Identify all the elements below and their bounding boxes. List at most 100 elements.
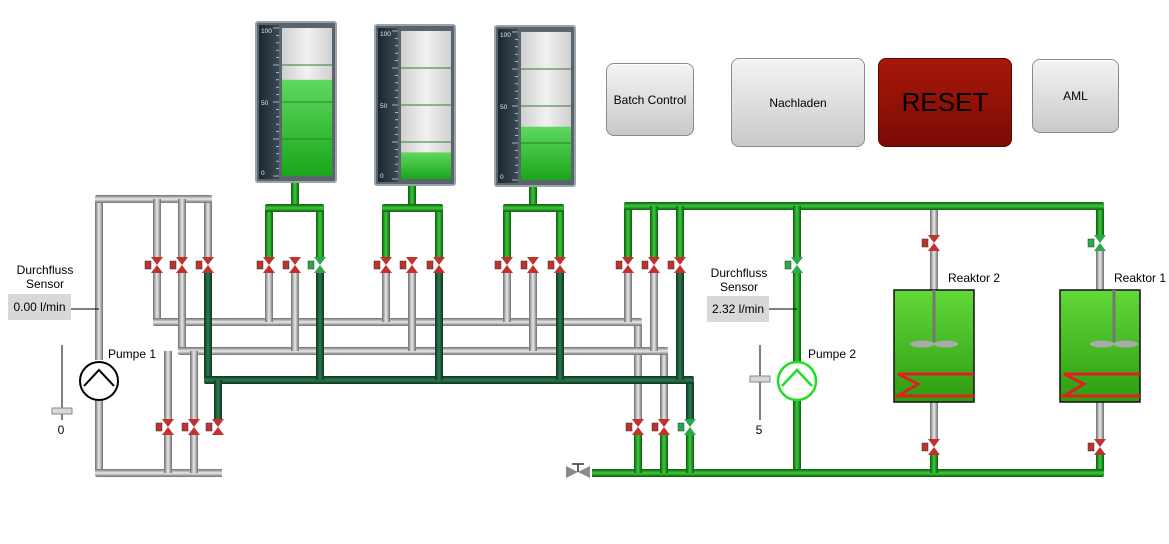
pipe-elbow	[204, 195, 212, 203]
valve-closed-icon[interactable]	[169, 257, 188, 273]
valve-closed-icon[interactable]	[494, 257, 513, 273]
valve-closed-icon[interactable]	[155, 419, 174, 435]
valve-closed-icon[interactable]	[256, 257, 275, 273]
valve-open-icon[interactable]	[677, 419, 696, 435]
valve-closed-icon[interactable]	[921, 439, 940, 455]
pipe-segment	[650, 206, 658, 258]
pipe-segment	[182, 347, 664, 355]
pipes-dark	[204, 272, 694, 420]
pipe-elbow	[95, 195, 103, 203]
pipe-segment	[793, 400, 801, 473]
pipe-segment	[592, 469, 1100, 477]
valve-closed-icon[interactable]	[144, 257, 163, 273]
pipe-segment	[676, 206, 684, 258]
pipe-segment	[503, 208, 511, 258]
setpoint-2-value: 5	[756, 423, 763, 437]
pipe-segment	[214, 380, 222, 420]
pipe-segment	[628, 202, 1100, 210]
valve-closed-icon[interactable]	[667, 257, 686, 273]
tank-scale-label: 0	[500, 174, 504, 181]
valve-closed-icon[interactable]	[181, 419, 200, 435]
pipe-segment	[1096, 250, 1104, 290]
flow-sensor-1-value: 0.00 l/min	[8, 294, 71, 320]
aml-button[interactable]: AML	[1032, 59, 1119, 133]
flow-sensor-1-title: Durchfluss Sensor	[4, 263, 86, 291]
flow-sensor-2-value: 2.32 l/min	[707, 296, 769, 322]
valve-closed-icon[interactable]	[195, 257, 214, 273]
valve-closed-icon[interactable]	[921, 235, 940, 251]
pipe-segment	[99, 469, 222, 477]
pipe-elbow	[1096, 202, 1104, 210]
valve-closed-icon[interactable]	[547, 257, 566, 273]
drain-valve[interactable]	[566, 463, 590, 478]
tank-scale-label: 0	[261, 170, 265, 177]
tank-scale-label: 100	[380, 31, 391, 38]
pipe-segment	[382, 272, 390, 322]
pipe-segment	[204, 199, 212, 258]
heating-coil-icon	[1058, 372, 1140, 398]
pipe-segment	[435, 272, 443, 380]
reset-button[interactable]: RESET	[878, 58, 1012, 147]
valve-open-icon[interactable]	[307, 257, 326, 273]
pipe-segment	[1096, 402, 1104, 440]
valve-open-icon[interactable]	[784, 257, 803, 273]
pipe-segment	[503, 272, 511, 322]
pipe-elbow	[265, 204, 273, 212]
pump-2-label: Pumpe 2	[808, 347, 856, 361]
pipe-segment	[556, 208, 564, 258]
pump-2[interactable]	[776, 360, 818, 402]
pipe-segment	[265, 208, 273, 258]
reactor-1[interactable]	[1058, 289, 1141, 403]
tank-scale-label: 0	[380, 173, 384, 180]
tank-scale-label: 100	[261, 28, 272, 35]
pipe-segment	[95, 199, 103, 360]
tank-fill-level	[282, 79, 332, 176]
pipe-segment	[634, 434, 642, 473]
valve-closed-icon[interactable]	[615, 257, 634, 273]
valve-closed-icon[interactable]	[373, 257, 392, 273]
pipe-elbow	[634, 318, 642, 326]
nachladen-button[interactable]: Nachladen	[731, 58, 865, 147]
pipe-segment	[269, 204, 320, 212]
pipe-elbow	[686, 376, 694, 384]
pipe-segment	[930, 210, 938, 236]
pipe-segment	[153, 272, 161, 322]
pipe-segment	[157, 318, 638, 326]
setpoint-slider-1[interactable]	[51, 345, 73, 420]
flow-sensor-2-title: Durchfluss Sensor	[698, 266, 780, 294]
heating-coil-icon	[892, 372, 974, 398]
pump-1[interactable]	[79, 361, 119, 401]
setpoint-slider-2[interactable]	[749, 345, 771, 420]
valve-closed-icon[interactable]	[1087, 439, 1106, 455]
pipe-elbow	[382, 204, 390, 212]
flow-sensor-2-title-line1: Durchfluss	[710, 266, 768, 280]
pipe-elbow	[316, 204, 324, 212]
valve-closed-icon[interactable]	[625, 419, 644, 435]
pump-arrow-icon	[781, 368, 813, 387]
pipe-segment	[793, 206, 801, 258]
pipe-elbow	[435, 204, 443, 212]
pipe-segment	[529, 272, 537, 351]
pipe-segment	[291, 182, 299, 208]
valve-closed-icon[interactable]	[282, 257, 301, 273]
pipe-segment	[660, 434, 668, 473]
pipe-elbow	[178, 347, 186, 355]
pipe-segment	[153, 199, 161, 258]
valve-closed-icon[interactable]	[520, 257, 539, 273]
batch-control-button[interactable]: Batch Control	[606, 63, 694, 136]
pipe-segment	[435, 208, 443, 258]
valve-closed-icon[interactable]	[641, 257, 660, 273]
valve-closed-icon[interactable]	[399, 257, 418, 273]
valve-open-icon[interactable]	[1087, 235, 1106, 251]
valve-closed-icon[interactable]	[205, 419, 224, 435]
pipe-segment	[178, 272, 186, 351]
pipe-elbow	[624, 202, 632, 210]
valve-closed-icon[interactable]	[651, 419, 670, 435]
reactor-2[interactable]	[892, 289, 975, 403]
valve-closed-icon[interactable]	[426, 257, 445, 273]
pipe-elbow	[660, 347, 668, 355]
